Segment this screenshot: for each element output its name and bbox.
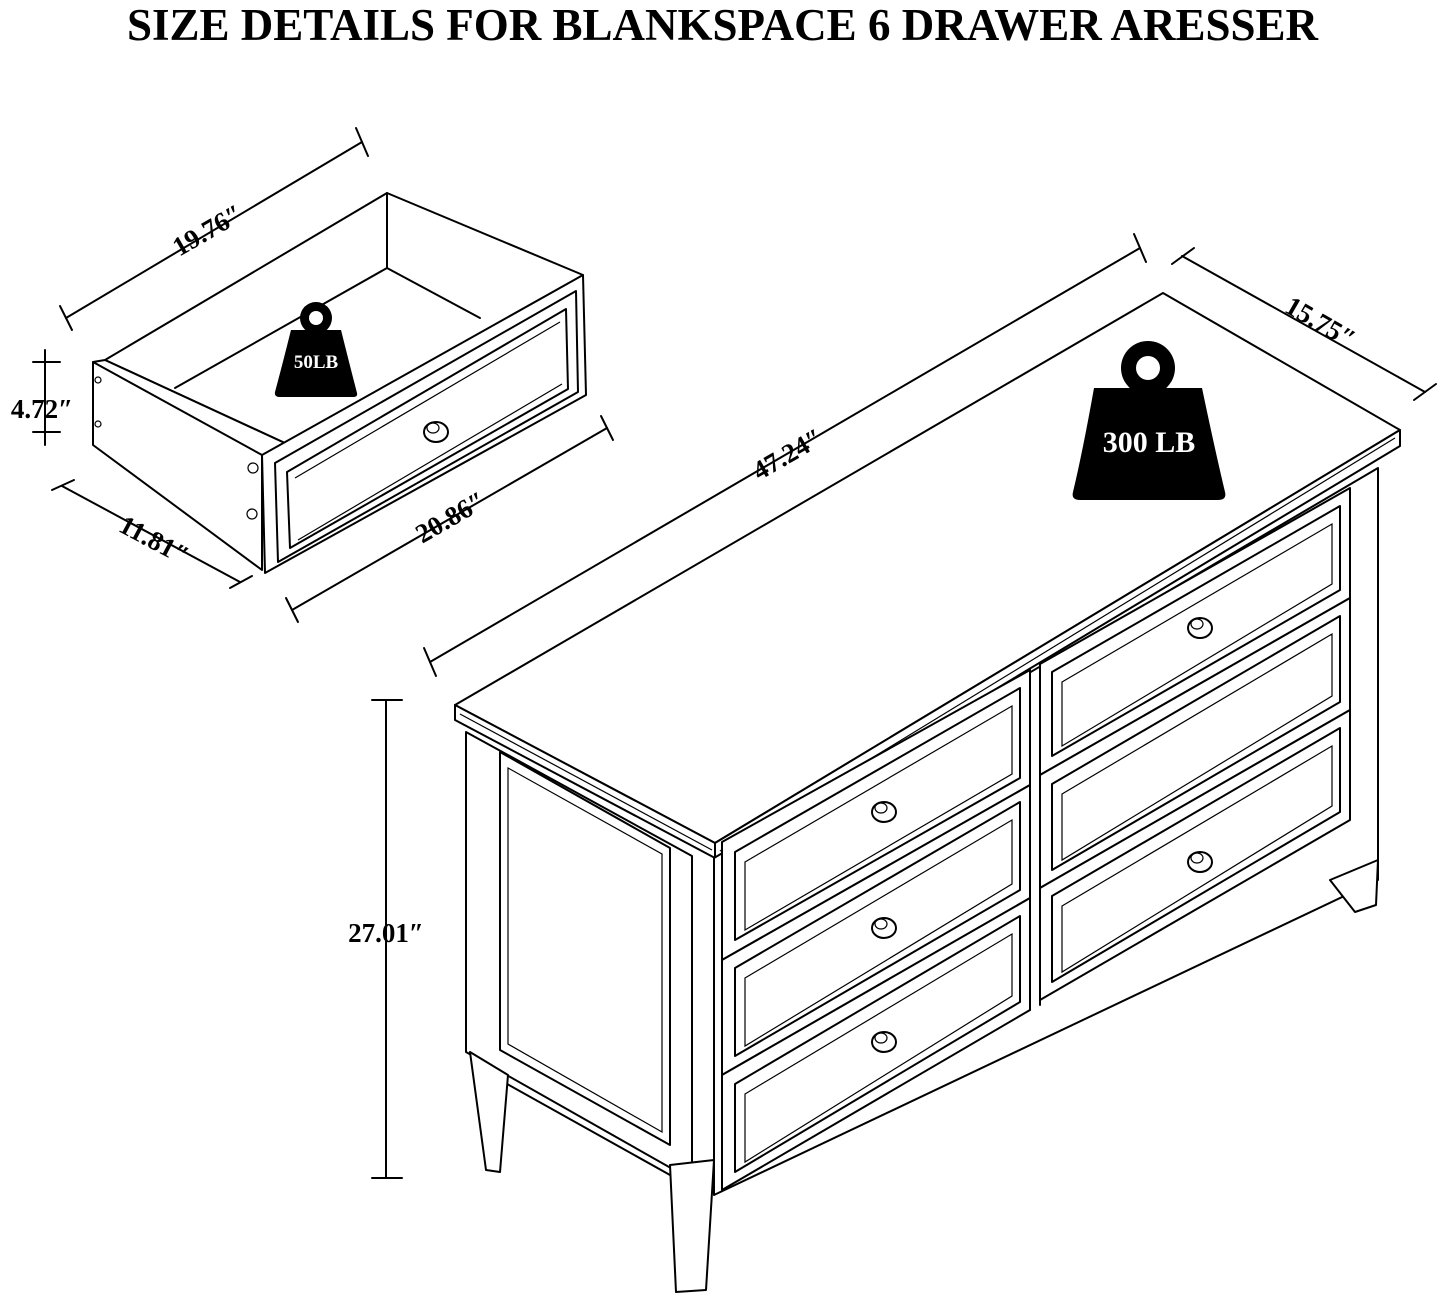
dresser-width-label: 47.24″ bbox=[747, 422, 828, 486]
dresser-depth-label: 15.75″ bbox=[1280, 290, 1361, 354]
page-title: SIZE DETAILS FOR BLANKSPACE 6 DRAWER ARE… bbox=[126, 0, 1319, 50]
dim-line-drawer-front bbox=[285, 415, 614, 623]
knob-icon bbox=[871, 801, 897, 823]
dim-line-dresser-depth bbox=[1171, 247, 1437, 401]
dresser-height-label: 27.01″ bbox=[348, 918, 424, 948]
dim-line-drawer-depth bbox=[59, 127, 369, 331]
drawer-depth-label: 19.76″ bbox=[167, 198, 248, 262]
knob-icon bbox=[1187, 851, 1213, 873]
drawer-side-label: 11.81″ bbox=[114, 509, 194, 570]
knob-icon bbox=[1187, 617, 1213, 639]
drawer-knob-icon bbox=[423, 421, 449, 443]
weight-icon-50lb bbox=[274, 302, 358, 397]
knob-icon bbox=[871, 917, 897, 939]
knob-icon bbox=[871, 1031, 897, 1053]
drawer-front-label: 20.86″ bbox=[410, 485, 491, 549]
dresser-weight-label: 300 LB bbox=[1103, 426, 1196, 459]
dresser-drawer-left-middle bbox=[721, 784, 1031, 1076]
dresser-drawer-left-bottom bbox=[721, 897, 1031, 1191]
dim-line-drawer-height bbox=[32, 349, 61, 446]
dresser-drawer-right-bottom bbox=[1039, 709, 1351, 1001]
drawer-illustration: 50LB 19.76″ 4.72″ 11.81″ 20.86″ bbox=[11, 127, 614, 623]
dim-line-drawer-side bbox=[51, 479, 253, 589]
weight-icon-300lb bbox=[1072, 341, 1226, 500]
drawer-weight-label: 50LB bbox=[294, 352, 339, 373]
dresser-drawer-left-top bbox=[721, 669, 1031, 961]
dim-line-dresser-width bbox=[423, 233, 1147, 677]
dim-line-dresser-height bbox=[371, 699, 403, 1179]
drawer-height-label: 4.72″ bbox=[11, 394, 73, 424]
